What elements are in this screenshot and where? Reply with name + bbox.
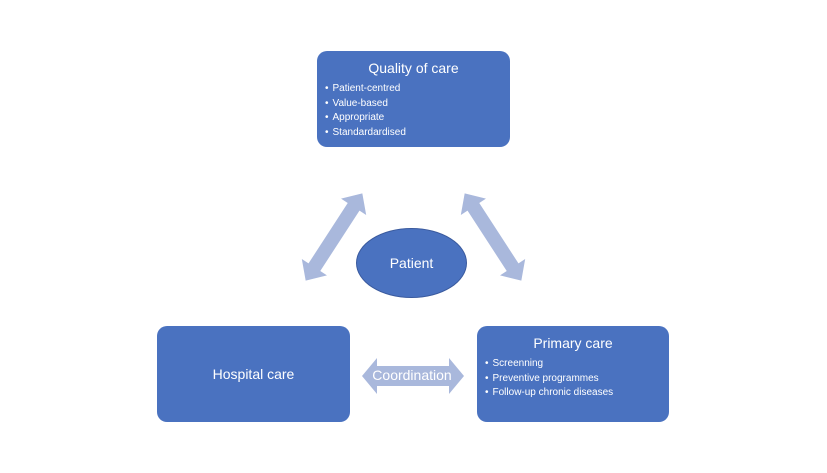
- quality-of-care-list: Patient-centred Value-based Appropriate …: [317, 82, 510, 140]
- list-item: Screenning: [485, 357, 669, 372]
- hospital-care-title: Hospital care: [212, 366, 295, 382]
- list-item: Preventive programmes: [485, 372, 669, 387]
- arrow-quality-primary: [460, 193, 526, 281]
- arrow-quality-hospital: [301, 193, 367, 281]
- primary-care-list: Screenning Preventive programmes Follow-…: [477, 357, 669, 401]
- patient-ellipse: Patient: [356, 228, 467, 298]
- list-item: Standardardised: [325, 126, 510, 141]
- list-item: Patient-centred: [325, 82, 510, 97]
- arrow-coordination: [362, 358, 464, 394]
- coordination-label: Coordination: [372, 367, 452, 383]
- list-item: Appropriate: [325, 111, 510, 126]
- quality-of-care-title: Quality of care: [368, 60, 459, 76]
- hospital-care-box: Hospital care: [157, 326, 350, 422]
- quality-of-care-box: Quality of care Patient-centred Value-ba…: [317, 51, 510, 147]
- primary-care-box: Primary care Screenning Preventive progr…: [477, 326, 669, 422]
- list-item: Follow-up chronic diseases: [485, 386, 669, 401]
- primary-care-title: Primary care: [533, 335, 613, 351]
- patient-label: Patient: [389, 255, 434, 271]
- list-item: Value-based: [325, 97, 510, 112]
